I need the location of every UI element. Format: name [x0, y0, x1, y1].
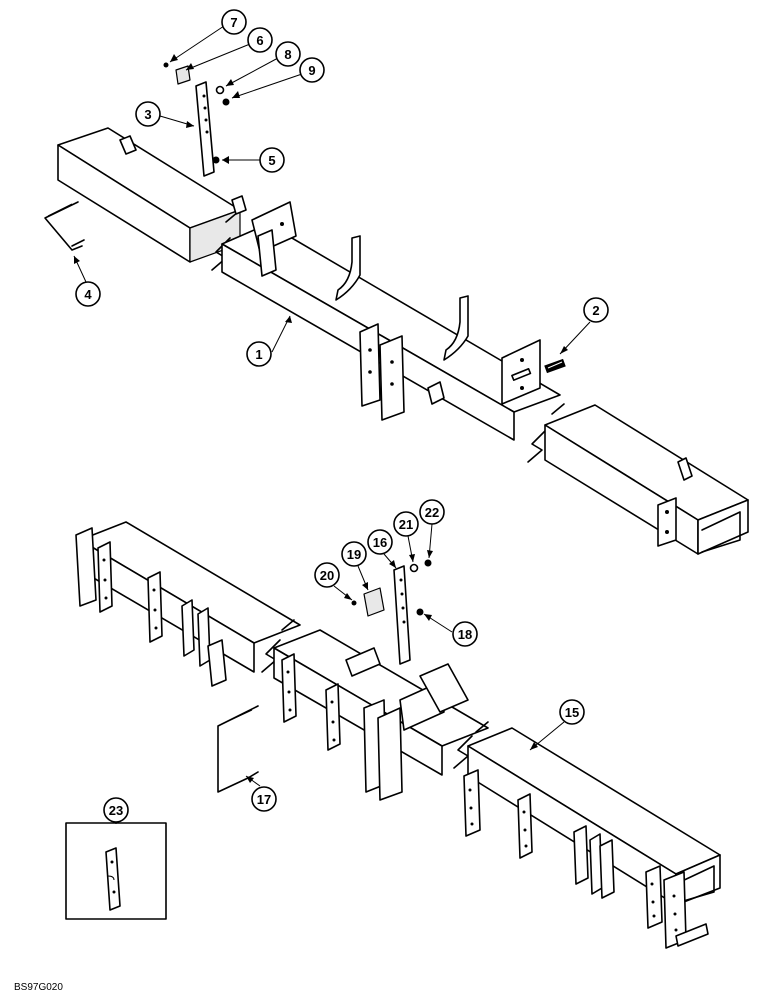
bolt-part-20: [351, 600, 357, 606]
callout-18-label: 18: [458, 627, 472, 642]
callout-1: 1: [246, 315, 292, 367]
callout-6: 6: [185, 27, 273, 71]
clip-part-6: [175, 65, 191, 85]
callout-6-label: 6: [256, 33, 263, 48]
callout-16: 16: [367, 529, 397, 569]
lower-toolbar: [75, 521, 721, 949]
callout-19: 19: [341, 541, 369, 591]
callout-21-label: 21: [399, 517, 413, 532]
callout-3: 3: [135, 101, 195, 128]
callout-3-label: 3: [144, 107, 151, 122]
callout-2: 2: [559, 297, 609, 355]
callout-19-label: 19: [347, 547, 361, 562]
u-bolt-part-4: [44, 201, 85, 251]
bolt-part-7: [163, 62, 169, 68]
callout-5-label: 5: [268, 153, 275, 168]
callout-9-label: 9: [308, 63, 315, 78]
clip-part-19: [363, 587, 385, 617]
washer-part-8: [215, 85, 225, 95]
callout-20-label: 20: [320, 568, 334, 583]
nut-part-9: [222, 98, 230, 106]
upper-toolbar: [57, 127, 749, 555]
nut-part-5: [212, 156, 220, 164]
callout-7-label: 7: [230, 15, 237, 30]
callout-20: 20: [314, 562, 353, 601]
bolt-part-2: [544, 358, 566, 374]
inset-part-23: [65, 822, 167, 920]
callout-4-label: 4: [84, 287, 92, 302]
callout-17: 17: [245, 775, 277, 812]
callout-17-label: 17: [257, 792, 271, 807]
callout-7: 7: [169, 9, 247, 63]
callout-5: 5: [222, 147, 285, 173]
callout-23: 23: [103, 797, 129, 824]
callout-8: 8: [225, 41, 301, 87]
callout-16-label: 16: [373, 535, 387, 550]
callout-9: 9: [231, 57, 325, 99]
nut-part-22: [424, 559, 432, 567]
callout-15: 15: [529, 699, 585, 751]
callout-8-label: 8: [284, 47, 291, 62]
drawing-code: BS97G020: [14, 982, 63, 993]
strap-part-16: [393, 565, 411, 665]
strap-part-3: [195, 81, 215, 177]
callout-4: 4: [73, 255, 101, 307]
nut-part-18: [416, 608, 424, 616]
callout-22: 22: [419, 499, 445, 559]
callout-15-label: 15: [565, 705, 579, 720]
callout-18: 18: [423, 613, 478, 647]
callout-22-label: 22: [425, 505, 439, 520]
callout-1-label: 1: [255, 347, 262, 362]
washer-part-21: [409, 563, 419, 573]
callout-2-label: 2: [592, 303, 599, 318]
callout-23-label: 23: [109, 803, 123, 818]
callout-21: 21: [393, 511, 419, 563]
